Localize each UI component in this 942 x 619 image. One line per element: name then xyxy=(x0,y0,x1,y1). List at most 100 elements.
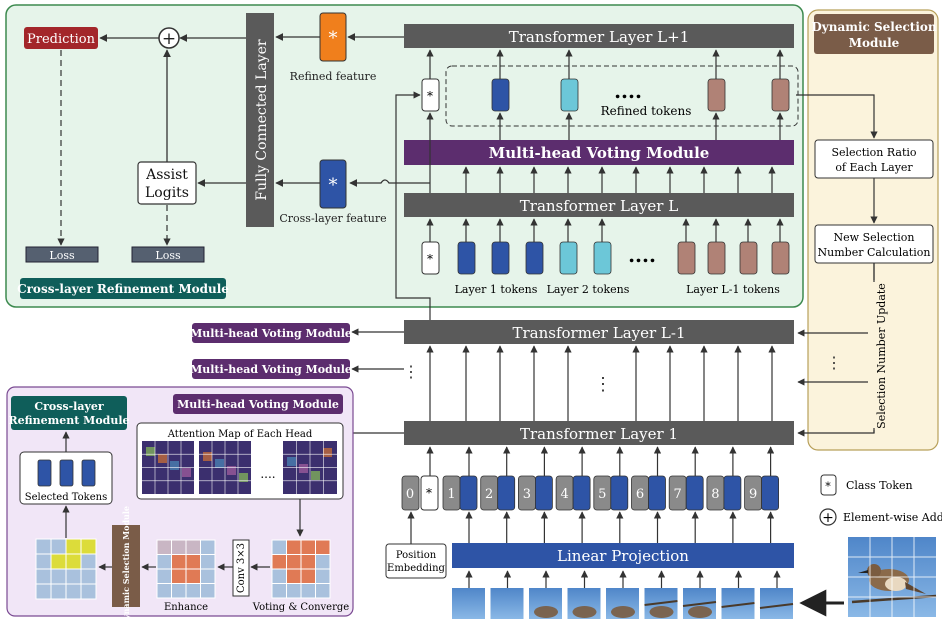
position-index: 7 xyxy=(674,487,682,502)
loss-label-right: Loss xyxy=(155,249,181,262)
grid-cell xyxy=(185,539,201,555)
grid-cell xyxy=(171,583,187,599)
grid-cell xyxy=(35,538,52,555)
layerlm1-token xyxy=(707,241,726,275)
grid-cell xyxy=(271,583,287,599)
position-index: 8 xyxy=(711,487,719,502)
enhance-label: Enhance xyxy=(164,602,208,613)
attention-map-label: Attention Map of Each Head xyxy=(167,429,313,440)
position-embedding-box xyxy=(385,543,447,579)
layer2-token xyxy=(559,241,578,275)
selection-number-update-label: Selection Number Update xyxy=(875,283,888,429)
layer-tokens-ellipsis: .... xyxy=(628,243,656,267)
detail-dsm-label: Dynamic Selection Module xyxy=(121,506,131,619)
loss-label-left: Loss xyxy=(49,249,75,262)
layerlm1-token xyxy=(771,241,790,275)
image-patches xyxy=(452,570,794,619)
voting-patch-grid xyxy=(271,539,331,599)
refined-tokens-label: Refined tokens xyxy=(601,104,692,118)
refined-token xyxy=(491,78,510,112)
selected-patch-grid xyxy=(35,538,97,600)
patch-token xyxy=(723,475,742,511)
detail-crm-line2: Refinement Module xyxy=(8,414,129,427)
transformer-layer-1 xyxy=(404,421,794,445)
patch-token xyxy=(535,475,553,511)
class-token-star: * xyxy=(426,486,432,500)
layer2-token xyxy=(593,241,612,275)
layer1-to-lm1-arrows xyxy=(426,345,776,421)
class-token-layer-l-star: * xyxy=(427,252,433,266)
mhvm-small-2: Multi-head Voting Module xyxy=(190,363,352,376)
transformer-layer-l-minus-1 xyxy=(404,320,794,344)
voting-label: Voting & Converge xyxy=(252,602,350,613)
position-index: 9 xyxy=(749,487,757,502)
detail-crm-box xyxy=(11,396,127,430)
refined-tokens-group xyxy=(445,65,799,127)
grid-cell xyxy=(271,568,287,584)
mhvm-small-2-box xyxy=(192,359,350,379)
position-index: 0 xyxy=(406,487,414,502)
transformer-layer-l xyxy=(404,193,794,217)
conv-box xyxy=(232,539,250,597)
crm-title-box xyxy=(20,278,226,299)
grid-cell xyxy=(80,568,97,585)
patch-token xyxy=(497,475,516,511)
grid-cell xyxy=(300,568,316,584)
grid-cell xyxy=(271,554,287,570)
new-selection-line1: New Selection xyxy=(834,231,915,244)
position-embedding-line2: Embedding xyxy=(387,563,446,574)
dsm-title-box xyxy=(814,14,934,54)
input-image xyxy=(848,537,937,617)
grid-cell xyxy=(50,553,67,570)
refined-token xyxy=(560,78,579,112)
grid-cell xyxy=(185,554,201,570)
grid-cell xyxy=(50,538,67,555)
legend-class-token-star: * xyxy=(825,480,831,493)
legend-class-token-icon xyxy=(820,474,837,496)
patch-token xyxy=(572,475,591,511)
transformer-layer-l-plus-1 xyxy=(404,24,794,48)
conv-label: Conv 3×3 xyxy=(236,543,247,593)
selected-token xyxy=(81,459,96,487)
grid-cell xyxy=(286,554,302,570)
grid-cell xyxy=(315,583,331,599)
selection-ratio-line2: of Each Layer xyxy=(835,161,913,174)
grid-cell xyxy=(286,568,302,584)
mhvm-small-1-box xyxy=(192,323,350,343)
layer2-tokens-label: Layer 2 tokens xyxy=(547,283,630,296)
patch-token xyxy=(648,475,666,511)
legend-class-token: Class Token xyxy=(846,479,913,492)
refined-feature-star: * xyxy=(329,28,338,49)
layer-tokens-row xyxy=(457,241,790,275)
grid-cell xyxy=(50,583,67,600)
grid-cell xyxy=(300,539,316,555)
grid-cell xyxy=(271,539,287,555)
transformer-layer-l-label: Transformer Layer L xyxy=(520,197,678,215)
patch-token xyxy=(459,475,478,511)
image-patch xyxy=(760,588,793,619)
legend-add-icon xyxy=(819,508,837,526)
grid-cell xyxy=(35,553,52,570)
grid-cell xyxy=(300,583,316,599)
grid-cell xyxy=(200,554,216,570)
layer1-token xyxy=(525,241,544,275)
assist-logits-line1: Assist xyxy=(145,167,188,183)
layer-tokens-arrows xyxy=(426,218,784,242)
layer1-tokens-label: Layer 1 tokens xyxy=(455,283,538,296)
detail-mhvm-box xyxy=(173,394,343,414)
grid-cell xyxy=(200,583,216,599)
refined-token xyxy=(707,78,726,112)
legend-add: Element-wise Add xyxy=(843,511,942,524)
grid-cell xyxy=(171,554,187,570)
fully-connected-layer xyxy=(246,13,274,227)
grid-cell xyxy=(65,583,82,600)
loss-box-right xyxy=(131,246,205,263)
grid-cell xyxy=(171,568,187,584)
layer1-token xyxy=(491,241,510,275)
grid-cell xyxy=(80,553,97,570)
patch-token xyxy=(685,475,704,511)
crm-title: Cross-layer Refinement Module xyxy=(17,282,229,296)
class-token-refined-star: * xyxy=(427,89,433,103)
layerlm1-token xyxy=(739,241,758,275)
